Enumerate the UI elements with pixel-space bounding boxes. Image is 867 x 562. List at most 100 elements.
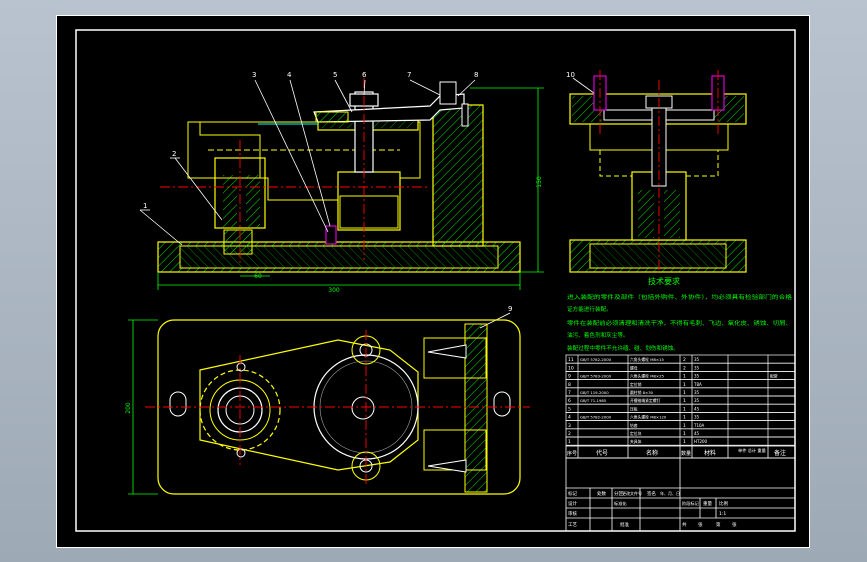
- plan-view: 200: [125, 319, 530, 495]
- outer-border: [56, 15, 810, 548]
- bom-cell: 2: [683, 365, 686, 371]
- bom-cell: GB/T 5782-2000: [580, 357, 612, 362]
- bom-cell: 11: [568, 357, 574, 363]
- bom-cell: 6: [568, 398, 571, 404]
- tb-mark: 标记: [568, 490, 577, 497]
- bom-cell: 8: [568, 382, 571, 388]
- bom-header-name: 名称: [646, 449, 658, 457]
- bom-cell: 35: [694, 357, 700, 362]
- tech-req-line-2: 证方能进行装配。: [567, 305, 612, 313]
- balloon-2: 2: [172, 150, 176, 158]
- bom-cell: 1: [683, 415, 686, 421]
- bom-header-material: 材料: [704, 449, 716, 457]
- bom-cell: 35: [694, 390, 700, 395]
- bom-header-code: 代号: [596, 449, 608, 457]
- bom-cell: 9: [568, 374, 571, 380]
- dim-side-height: 200: [125, 402, 132, 414]
- bom-cell: 45: [694, 406, 700, 411]
- tech-req-title: 技术要求: [648, 276, 680, 286]
- bom-cell: 1: [683, 382, 686, 388]
- bom-cell: GB/T 5782-2000: [580, 415, 612, 420]
- side-view: [569, 70, 747, 273]
- bom-cell: 10: [568, 365, 574, 371]
- balloon-4: 4: [287, 71, 292, 79]
- tb-design: 设计: [568, 500, 577, 507]
- bom-cell: 35: [694, 365, 700, 370]
- balloon-8: 8: [474, 71, 478, 79]
- bom-cell: 1: [683, 390, 686, 396]
- tb-approve: 批准: [620, 521, 629, 528]
- bom-cell: HT200: [694, 439, 708, 444]
- bom-cell: GB/T 119-2000: [580, 390, 609, 395]
- bom-cell: 定位块: [630, 431, 642, 436]
- bom-cell: 4: [568, 415, 571, 421]
- bom-header-note: 备注: [774, 449, 786, 457]
- tb-page-sheet: 张: [732, 521, 737, 528]
- balloon-5: 5: [333, 71, 337, 79]
- bom-header-seq: 序号: [567, 450, 577, 457]
- tb-stage-mark: 阶段标记: [682, 500, 700, 507]
- support-column: [432, 104, 484, 247]
- dim-base-width: 60: [254, 273, 262, 280]
- balloon-10: 10: [566, 71, 575, 79]
- bom-cell: 圆柱销 8×30: [630, 390, 654, 395]
- tech-req-line-5: 装配过程中零件不允许磕、碰、划伤和锈蚀。: [567, 344, 679, 352]
- bom-cell: T8A: [693, 382, 702, 387]
- tech-req-line-1: 进入装配的零件及部件（包括外购件、外协件），均必须具有检验部门的合格: [567, 293, 792, 301]
- bom-cell: 六角头螺栓 M8×15: [630, 357, 664, 362]
- tb-page: 第: [716, 521, 721, 528]
- tb-zone: 分区: [614, 490, 623, 497]
- bom-cell: 5: [568, 406, 571, 412]
- bom-cell: GB/T 71-1985: [580, 398, 607, 403]
- balloon-6: 6: [362, 71, 367, 79]
- bom-header-weight: 单件 总计 重量: [738, 447, 766, 454]
- bom-cell: 1: [683, 423, 686, 429]
- dim-height-total: 150: [536, 176, 543, 188]
- bom-cell: 2: [568, 431, 571, 437]
- bom-row: [565, 436, 796, 446]
- inner-frame: [75, 29, 796, 532]
- tb-scale: 比例: [719, 500, 728, 507]
- tb-total: 共: [682, 521, 687, 528]
- balloon-7: 7: [407, 71, 411, 79]
- bom-cell: 1: [683, 406, 686, 412]
- bom-cell: 配做: [770, 374, 778, 379]
- bom-cell: 六角头螺栓 M8×120: [630, 415, 667, 420]
- bom-cell: 45: [694, 431, 700, 436]
- bom-cell: T10A: [693, 423, 705, 428]
- bom-cell: 7: [568, 390, 571, 396]
- bom-cell: 35: [694, 415, 700, 420]
- balloon-9: 9: [508, 305, 512, 313]
- balloon-3: 3: [252, 71, 256, 79]
- technical-requirements: 技术要求 进入装配的零件及部件（包括外购件、外协件），均必须具有检验部门的合格 …: [567, 276, 792, 352]
- bom-cell: 夹具体: [630, 439, 642, 444]
- bom-cell: 3: [568, 423, 571, 429]
- bom-cell: 开槽锥端紧定螺钉: [630, 398, 661, 403]
- tb-sheet: 张: [698, 521, 703, 528]
- balloon-labels: 1 2 3 4 5 6 7 8 9 10: [143, 71, 575, 313]
- bom-cell: 螺母: [630, 365, 638, 370]
- tb-sign: 签名: [647, 490, 656, 497]
- bom-cell: 35: [694, 374, 700, 379]
- bom-cell: 35: [694, 398, 700, 403]
- bom-cell: GB/T 5783-2000: [580, 374, 612, 379]
- tb-scale-value: 1:1: [719, 511, 726, 517]
- bom-cell: 1: [683, 439, 686, 445]
- tb-standard: 标准化: [614, 500, 627, 507]
- bom-cell: 压板: [630, 406, 638, 411]
- tb-count: 处数: [597, 490, 606, 497]
- bom-header-qty: 数量: [681, 450, 691, 457]
- tb-process: 工艺: [568, 522, 577, 528]
- balloon-1: 1: [143, 202, 147, 210]
- tech-req-line-4: 油污、着色剂和灰尘等。: [567, 331, 629, 339]
- bom-cell: 六角头螺栓 M8×25: [630, 374, 664, 379]
- bom-cell: 1: [683, 374, 686, 380]
- bom-cell: 2: [683, 357, 686, 363]
- bom-cell: 1: [568, 439, 571, 445]
- tb-date: 年、月、日: [660, 490, 680, 496]
- bom-cell: 1: [683, 431, 686, 437]
- tb-review: 审核: [568, 510, 577, 517]
